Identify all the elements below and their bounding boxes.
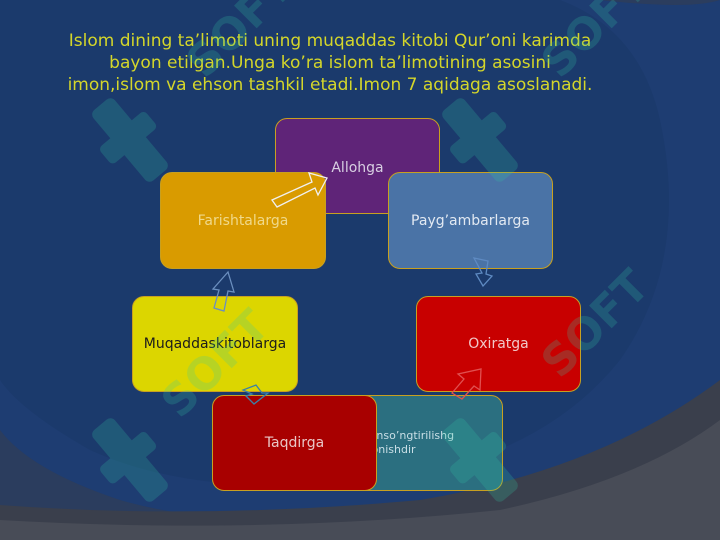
cycle-node-taqdirga: Taqdirga xyxy=(212,395,377,491)
cycle-node-paygambarlarga: Payg’ambarlarga xyxy=(388,172,553,269)
cycle-node-farishtalarga: Farishtalarga xyxy=(160,172,326,269)
cycle-node-muqaddaskitoblarga: Muqaddaskitoblarga xyxy=(132,296,298,392)
title-line-2: bayon etilgan.Unga ko’ra islom ta’limoti… xyxy=(109,53,551,73)
title-line-1: Islom dining ta’limoti uning muqaddas ki… xyxy=(68,31,592,51)
title-line-3: imon,islom va ehson tashkil etadi.Imon 7… xyxy=(67,75,593,95)
slide-title: Islom dining ta’limoti uning muqaddas ki… xyxy=(20,30,640,96)
cycle-node-oxiratga: Oxiratga xyxy=(416,296,581,392)
